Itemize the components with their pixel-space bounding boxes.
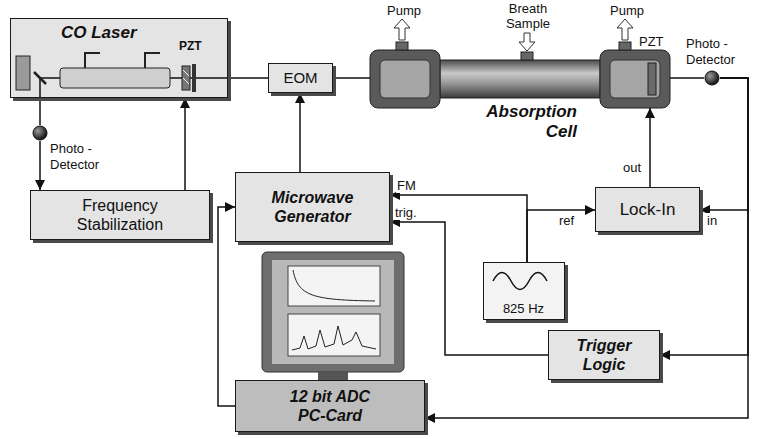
connector [299, 93, 301, 172]
connector [390, 195, 527, 262]
node-label: Absorption Cell [452, 102, 577, 142]
absorption-cell: Absorption Cell [370, 50, 670, 108]
connector [649, 108, 651, 187]
connector [390, 222, 548, 355]
photo-detector: Photo - Detector [32, 125, 48, 141]
process-box: Lock-In [595, 187, 700, 232]
detector-dot [33, 126, 47, 140]
process-box: EOM [268, 63, 333, 93]
connector [184, 98, 186, 190]
process-box: Trigger Logic [548, 330, 660, 380]
oscillator-face [483, 262, 565, 320]
end-mirror [16, 56, 30, 90]
connector [218, 207, 235, 406]
laser-beam [39, 78, 41, 98]
beam-splitter [34, 72, 46, 84]
connector [527, 210, 595, 262]
pzt-element [182, 66, 190, 90]
detector-outline [32, 125, 48, 141]
spectrum-curve [292, 326, 376, 350]
process-box: Microwave Generator [235, 172, 390, 242]
node-label: 825 Hz [484, 301, 563, 317]
node-label: Photo - Detector [50, 141, 112, 173]
detector-outline [704, 70, 720, 86]
signal-label: ref [558, 213, 575, 228]
part-label: PZT [179, 39, 202, 53]
node-label: EOM [283, 69, 317, 87]
decay-curve [293, 270, 375, 301]
signal-label: FM [396, 178, 417, 193]
process-box: 12 bit ADC PC-Card [235, 380, 425, 432]
pump-arrow [617, 19, 633, 40]
node-label: Frequency Stabilization [60, 196, 180, 234]
process-box: Frequency Stabilization [30, 190, 210, 240]
decay-panel [288, 266, 380, 306]
connector [39, 141, 41, 190]
oscillator-box: 825 Hz [483, 262, 565, 320]
connector [700, 78, 748, 210]
monitor-bezel [262, 252, 404, 372]
monitor-screen [272, 260, 394, 364]
gas-pipe [85, 53, 160, 68]
pump-port [396, 42, 408, 50]
spectrum-panel [288, 314, 380, 356]
connector [670, 77, 704, 79]
node-label: Lock-In [620, 200, 676, 220]
node-label: Microwave Generator [258, 188, 368, 226]
connector [228, 77, 268, 79]
signal-label: out [622, 160, 642, 175]
part-label: Pump [609, 3, 645, 18]
laser-box: CO LaserPZT [10, 18, 228, 98]
part-label: Breath Sample [497, 1, 559, 31]
node-label: CO Laser [61, 23, 137, 43]
pzt-element [648, 63, 656, 95]
node-label: 12 bit ADC PC-Card [275, 387, 385, 425]
connector [425, 78, 748, 418]
node-label: Photo - Detector [686, 36, 750, 68]
part-label: PZT [638, 34, 665, 49]
flange-window [380, 60, 430, 98]
node-label: Trigger Logic [564, 336, 644, 374]
cell-flange [370, 50, 440, 108]
part-label: Pump [386, 3, 422, 18]
cell-flange [600, 50, 670, 108]
connector [39, 98, 41, 125]
monitor-stand [318, 372, 348, 380]
signal-label: trig. [394, 205, 418, 220]
sample-arrow [519, 33, 535, 51]
connector [333, 77, 370, 79]
pump-arrow [394, 19, 410, 40]
pzt-hatch [183, 70, 189, 76]
detector-dot [705, 71, 719, 85]
cell-tube [440, 60, 600, 98]
pzt-hatch [183, 78, 189, 84]
pump-port [619, 42, 631, 50]
signal-label: in [706, 213, 718, 228]
laser-housing [10, 18, 228, 98]
sine-symbol [493, 273, 547, 290]
flange-window [610, 60, 660, 98]
photo-detector: Photo - Detector [704, 70, 720, 86]
output-coupler [192, 64, 196, 92]
sample-inlet [521, 52, 533, 60]
laser-tube [60, 68, 170, 88]
